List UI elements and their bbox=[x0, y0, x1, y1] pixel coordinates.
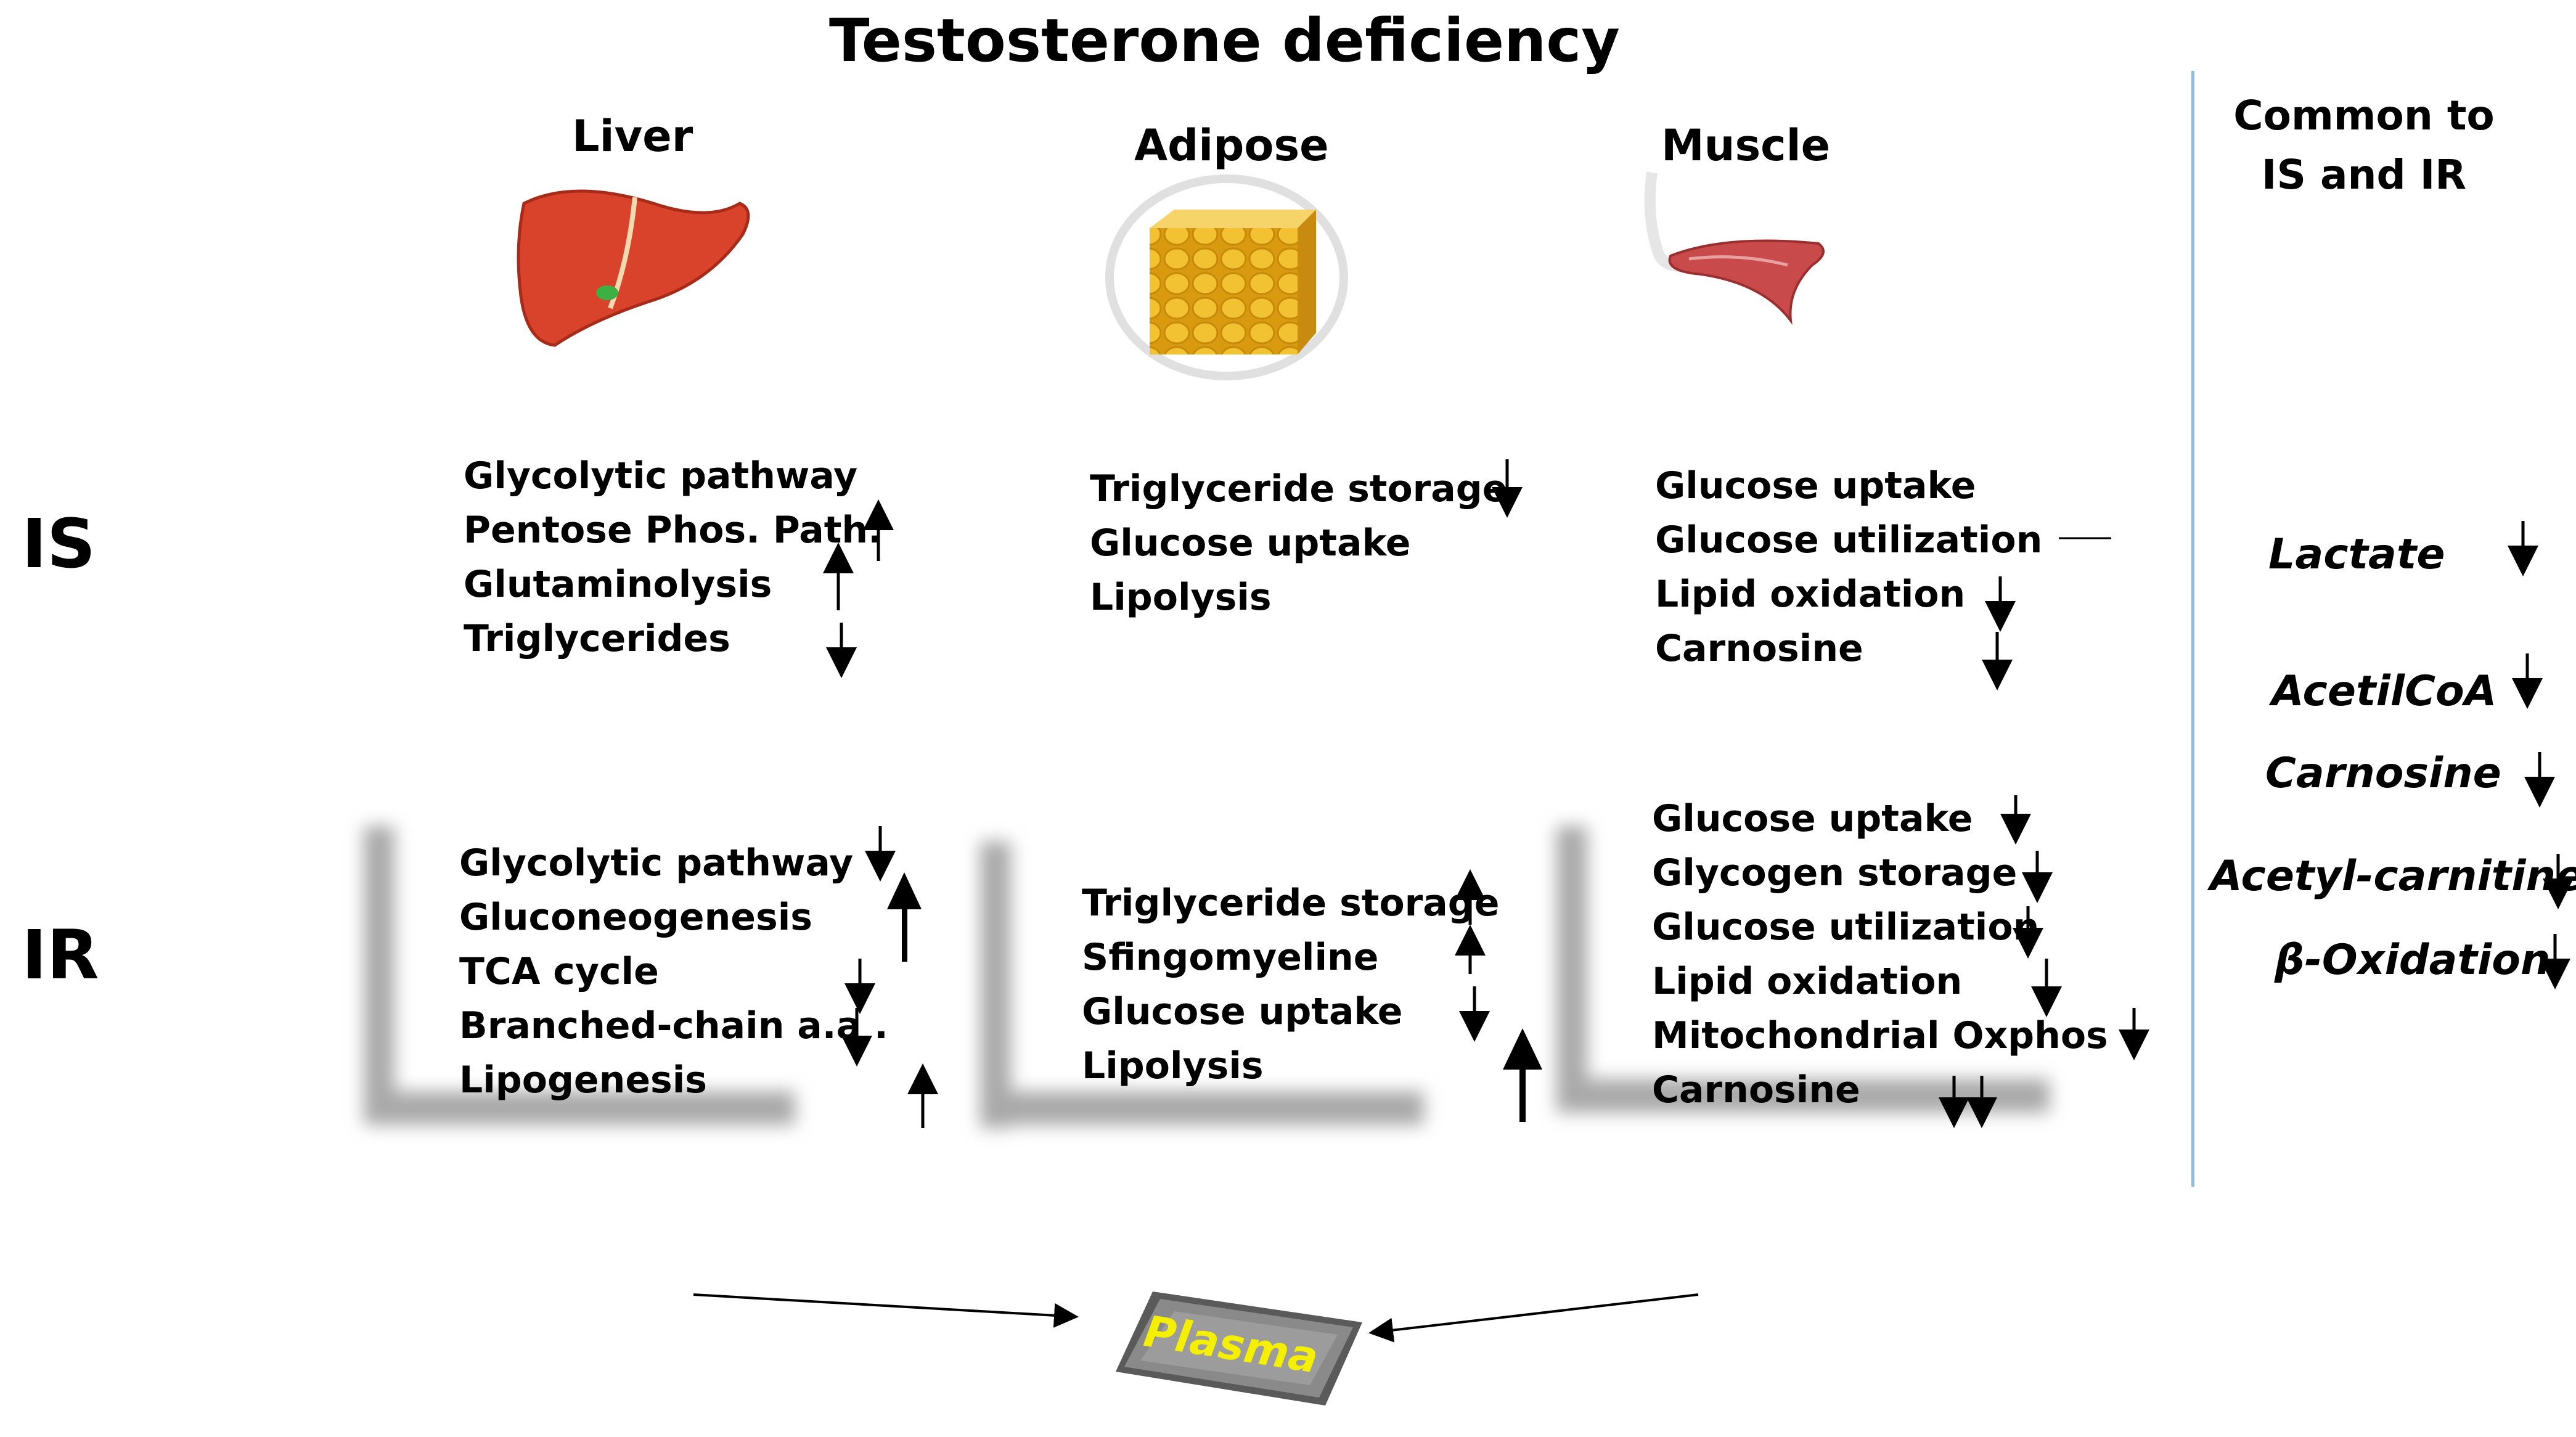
common-header: Common to IS and IR bbox=[2210, 86, 2518, 204]
list-item: TCA cycle bbox=[459, 950, 659, 993]
list-item: Triglycerides bbox=[464, 617, 730, 660]
list-item: Lipogenesis bbox=[459, 1058, 708, 1102]
list-item: Sfingomyeline bbox=[1082, 936, 1379, 979]
big-up-arrow bbox=[1503, 1028, 1542, 1122]
row-label-is: IS bbox=[22, 504, 96, 583]
list-item: Lipolysis bbox=[1090, 576, 1272, 619]
list-item: Carnosine bbox=[1652, 1068, 1860, 1112]
plasma-box: Plasma bbox=[1116, 1285, 1362, 1409]
list-item: Glycolytic pathway bbox=[464, 454, 858, 497]
adipose-icon bbox=[1105, 174, 1348, 380]
column-header-liver: Liver bbox=[572, 111, 693, 162]
common-item: Acetyl-carnitine bbox=[2210, 852, 2576, 901]
big-up-arrow bbox=[887, 872, 922, 962]
list-item: Pentose Phos. Path. bbox=[464, 509, 882, 552]
diagram-title: Testosterone deficiency bbox=[829, 6, 1620, 75]
list-item: Lipid oxidation bbox=[1652, 960, 1963, 1003]
list-item: Branched-chain a.a . bbox=[459, 1004, 888, 1047]
list-item: Glycolytic pathway bbox=[459, 841, 854, 885]
list-item: Glutaminolysis bbox=[464, 563, 772, 606]
list-item: Glucose utilization bbox=[1652, 906, 2040, 949]
common-item: Lactate bbox=[2268, 530, 2445, 579]
arrow-to-plasma-right bbox=[1368, 1293, 1699, 1343]
list-item: Carnosine bbox=[1655, 627, 1863, 670]
row-label-ir: IR bbox=[22, 915, 99, 994]
plasma-box-shape bbox=[1116, 1292, 1362, 1406]
list-item: Glucose uptake bbox=[1082, 990, 1403, 1033]
arrow-to-plasma-left bbox=[693, 1293, 1079, 1328]
list-item: Mitochondrial Oxphos bbox=[1652, 1014, 2108, 1057]
column-header-muscle: Muscle bbox=[1661, 120, 1831, 171]
list-item: Glucose uptake bbox=[1655, 464, 1976, 507]
list-item: Triglyceride storage bbox=[1082, 882, 1500, 925]
common-header-line1: Common to bbox=[2233, 92, 2495, 139]
list-item: Glucose uptake bbox=[1090, 522, 1411, 565]
column-divider bbox=[2191, 71, 2194, 1187]
list-item: Glycogen storage bbox=[1652, 851, 2018, 895]
list-item: Gluconeogenesis bbox=[459, 896, 812, 939]
list-item: Glucose uptake bbox=[1652, 797, 1973, 840]
list-item: Lipid oxidation bbox=[1655, 573, 1966, 616]
common-item: β-Oxidation bbox=[2275, 936, 2551, 985]
liver-icon bbox=[517, 189, 750, 347]
list-item: Triglyceride storage bbox=[1090, 467, 1508, 510]
common-item: Carnosine bbox=[2265, 749, 2501, 798]
common-item: AcetilCoA bbox=[2271, 667, 2497, 716]
list-item: Glucose utilization bbox=[1655, 518, 2043, 562]
column-header-adipose: Adipose bbox=[1134, 120, 1329, 171]
list-item: Lipolysis bbox=[1082, 1044, 1264, 1087]
muscle-icon bbox=[1644, 171, 1825, 325]
common-header-line2: IS and IR bbox=[2261, 150, 2467, 199]
